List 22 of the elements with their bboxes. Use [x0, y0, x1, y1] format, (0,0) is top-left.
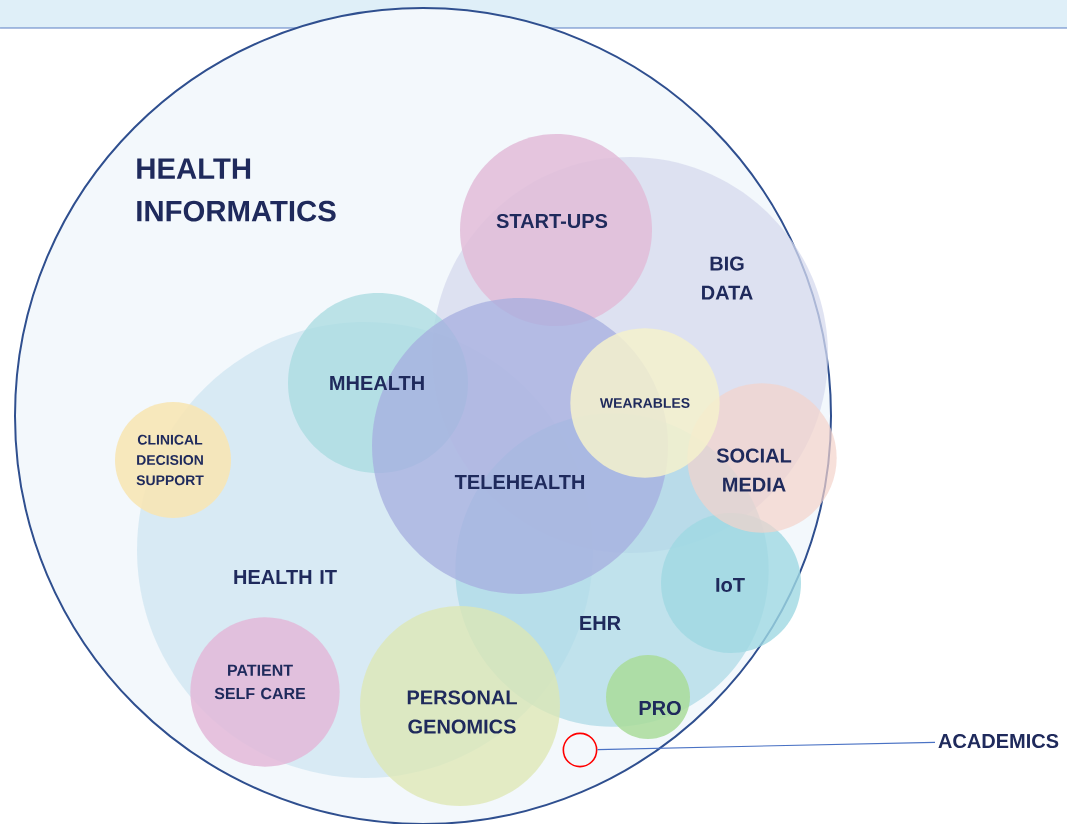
bubble [360, 606, 560, 806]
leader-line [596, 741, 936, 751]
bubble-label: SOCIAL MEDIA [716, 448, 792, 492]
bubble-label: HEALTH INFORMATICS [137, 158, 336, 222]
bubble-label: MHEALTH [330, 376, 424, 390]
highlight-circle [562, 732, 598, 768]
bubble [606, 655, 690, 739]
bubble-label: WEARABLES [599, 398, 690, 408]
bubble [661, 513, 801, 653]
bubble-label: IoT [716, 578, 745, 592]
bubble [190, 617, 340, 767]
bubble-label: EHR [580, 616, 621, 630]
bubble-label: TELEHEALTH [454, 475, 585, 489]
callout-label: ACADEMICS [938, 733, 1059, 749]
bubble [115, 402, 231, 518]
bubble-label: PERSONAL GENOMICS [407, 690, 517, 734]
bubble-label: PRO [639, 700, 681, 716]
bubble-label: PATIENT SELF CARE [214, 664, 306, 700]
bubble-label: BIG DATA [702, 256, 753, 300]
bubble-label: CLINICAL DECISION SUPPORT [136, 434, 204, 486]
bubble-label: HEALTH IT [234, 570, 337, 584]
bubble-label: START-UPS [496, 213, 608, 229]
